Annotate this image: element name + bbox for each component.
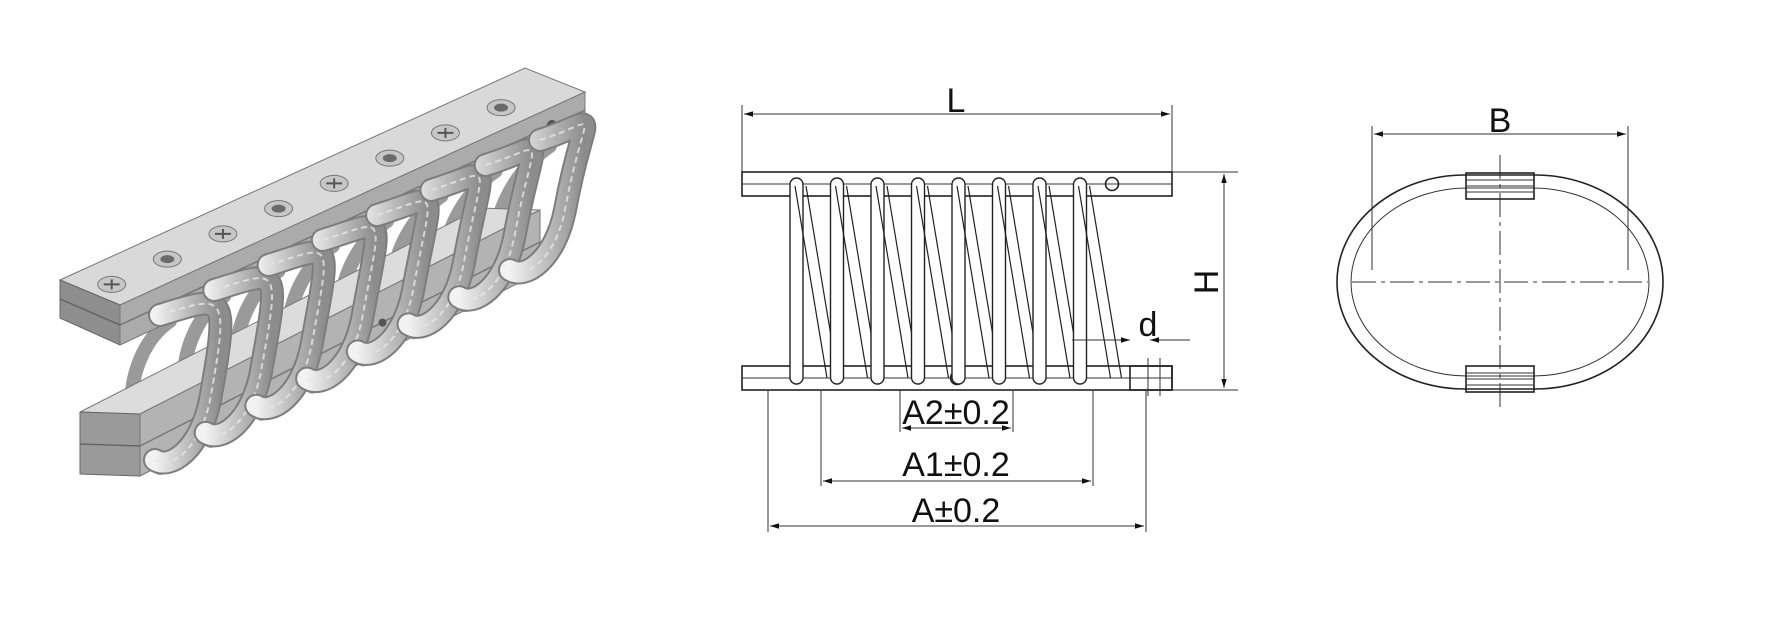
dim-label-a2: A2±0.2 <box>902 394 1010 432</box>
dim-label-l: L <box>947 82 966 120</box>
side-top-hole <box>1104 176 1120 192</box>
side-coil <box>829 177 880 385</box>
dim-label-d: d <box>1139 306 1158 344</box>
front-coils <box>143 112 597 475</box>
iso-coil <box>396 163 492 339</box>
side-coil <box>1032 177 1082 385</box>
end-view: B <box>1336 102 1664 410</box>
dim-label-b: B <box>1489 102 1512 140</box>
iso-coil <box>244 240 336 421</box>
side-coil <box>1072 177 1123 385</box>
iso-coil <box>295 215 388 393</box>
bottom-clamp-block <box>1465 365 1535 393</box>
isometric-view <box>58 67 597 477</box>
top-bar-screws <box>97 99 516 293</box>
dim-label-a: A±0.2 <box>912 492 1001 530</box>
iso-coil <box>345 189 440 366</box>
iso-coil <box>143 291 233 475</box>
outer-wire-loop <box>1336 174 1664 390</box>
top-clamp-block <box>1465 172 1535 200</box>
side-coil <box>870 177 920 385</box>
dim-label-a1: A1±0.2 <box>902 446 1010 484</box>
iso-coil <box>193 266 285 448</box>
iso-coil <box>447 138 544 312</box>
side-coils <box>789 177 1123 385</box>
side-coil <box>991 177 1042 385</box>
side-view: L H d A2±0.2 A1±0.2 A±0.2 <box>741 82 1238 532</box>
dim-label-h: H <box>1188 270 1226 295</box>
inner-wire-loop <box>1350 187 1650 377</box>
iso-coil <box>498 112 597 285</box>
